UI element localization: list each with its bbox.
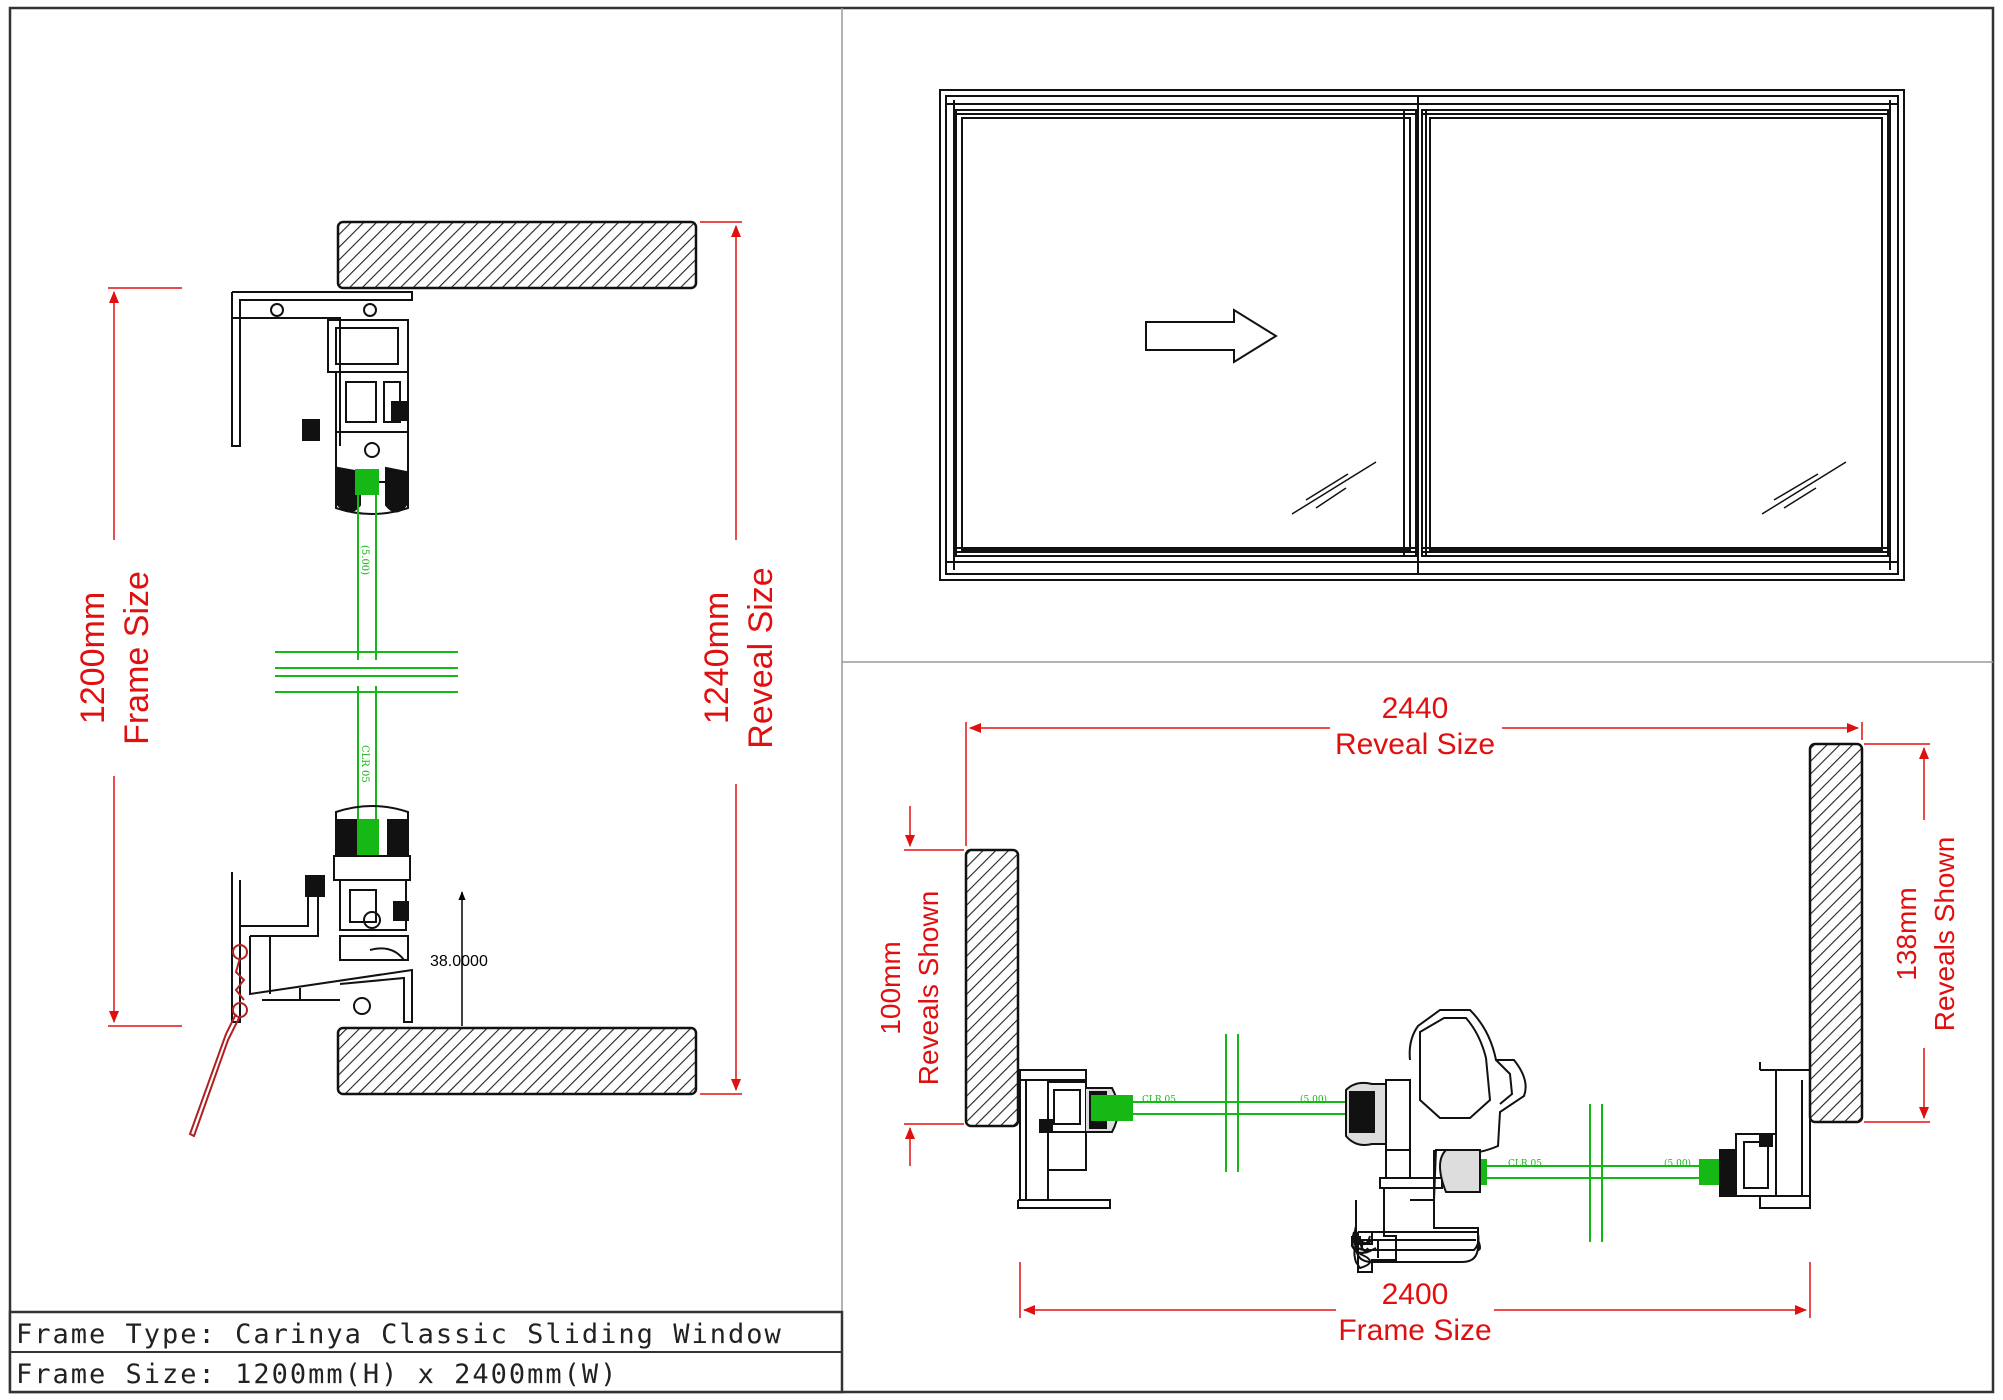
- left-reveal: [964, 848, 1020, 1128]
- title-block: Frame Type: Carinya Classic Sliding Wind…: [8, 1310, 844, 1394]
- right-glass-pane: [1445, 1104, 1721, 1242]
- sill-height-dimension: 38.0000: [430, 891, 488, 1026]
- sill-height-value: 38.0000: [430, 953, 488, 970]
- horizontal-section: CLR 05 (5.00): [875, 692, 1960, 1347]
- bottom-reveal: [336, 1026, 698, 1096]
- sill-frame-profile: [231, 805, 413, 1023]
- reveal-size-dimension: 1240mm Reveal Size: [698, 221, 780, 1095]
- head-frame-profile: [231, 291, 413, 515]
- right-reveal-label: Reveals Shown: [1929, 837, 1960, 1032]
- winder-handle: [188, 944, 248, 1138]
- right-reveal-dimension: 138mm Reveals Shown: [1864, 743, 1960, 1123]
- left-reveal-dimension: 100mm Reveals Shown: [875, 806, 964, 1166]
- right-glass-clear-label: CLR 05: [1508, 1159, 1542, 1169]
- reveal-size-value: 1240mm: [698, 592, 736, 724]
- vertical-section: (5.00) CLR 05: [74, 220, 780, 1138]
- glass-thickness-label: (5.00): [359, 545, 370, 575]
- left-reveal-value: 100mm: [875, 941, 906, 1034]
- left-glass-clear-label: CLR 05: [1142, 1095, 1176, 1105]
- sheet-border: [8, 6, 1995, 1394]
- frame-size-value: 1200mm: [74, 592, 112, 724]
- right-jamb-profile: [1439, 1062, 1811, 1209]
- frame-width-dimension: 2400 Frame Size: [1019, 1262, 1811, 1347]
- glass-reflection-icon: [1291, 461, 1847, 515]
- glass-pane: [275, 469, 458, 857]
- reveal-width-dimension: 2440 Reveal Size: [965, 692, 1863, 846]
- right-fixed-panel: [1417, 96, 1889, 574]
- left-reveal-label: Reveals Shown: [913, 891, 944, 1086]
- left-glass-thickness-label: (5.00): [1300, 1094, 1327, 1105]
- right-arrow-icon: [1145, 308, 1278, 364]
- frame-size-dimension: 1200mm Frame Size: [74, 287, 182, 1027]
- frame-type-text: Frame Type: Carinya Classic Sliding Wind…: [16, 1319, 783, 1350]
- reveal-size-label: Reveal Size: [742, 567, 780, 748]
- right-reveal: [1808, 742, 1864, 1124]
- left-jamb-profile: [1017, 1069, 1119, 1209]
- frame-width-label: Frame Size: [1338, 1314, 1491, 1347]
- top-reveal: [336, 220, 698, 290]
- reveal-width-value: 2440: [1382, 692, 1449, 725]
- glass-clear-label: CLR 05: [359, 745, 370, 783]
- frame-width-value: 2400: [1382, 1278, 1449, 1311]
- window-elevation: [939, 89, 1905, 581]
- handle-body: [1355, 1226, 1479, 1263]
- right-glass-thickness-label: (5.00): [1664, 1158, 1691, 1169]
- interlock-profile: [1345, 1079, 1481, 1273]
- reveal-width-label: Reveal Size: [1335, 728, 1495, 761]
- right-reveal-value: 138mm: [1891, 887, 1922, 980]
- frame-size-label: Frame Size: [118, 571, 156, 745]
- left-sliding-panel: [955, 109, 1417, 557]
- frame-size-text: Frame Size: 1200mm(H) x 2400mm(W): [16, 1359, 618, 1390]
